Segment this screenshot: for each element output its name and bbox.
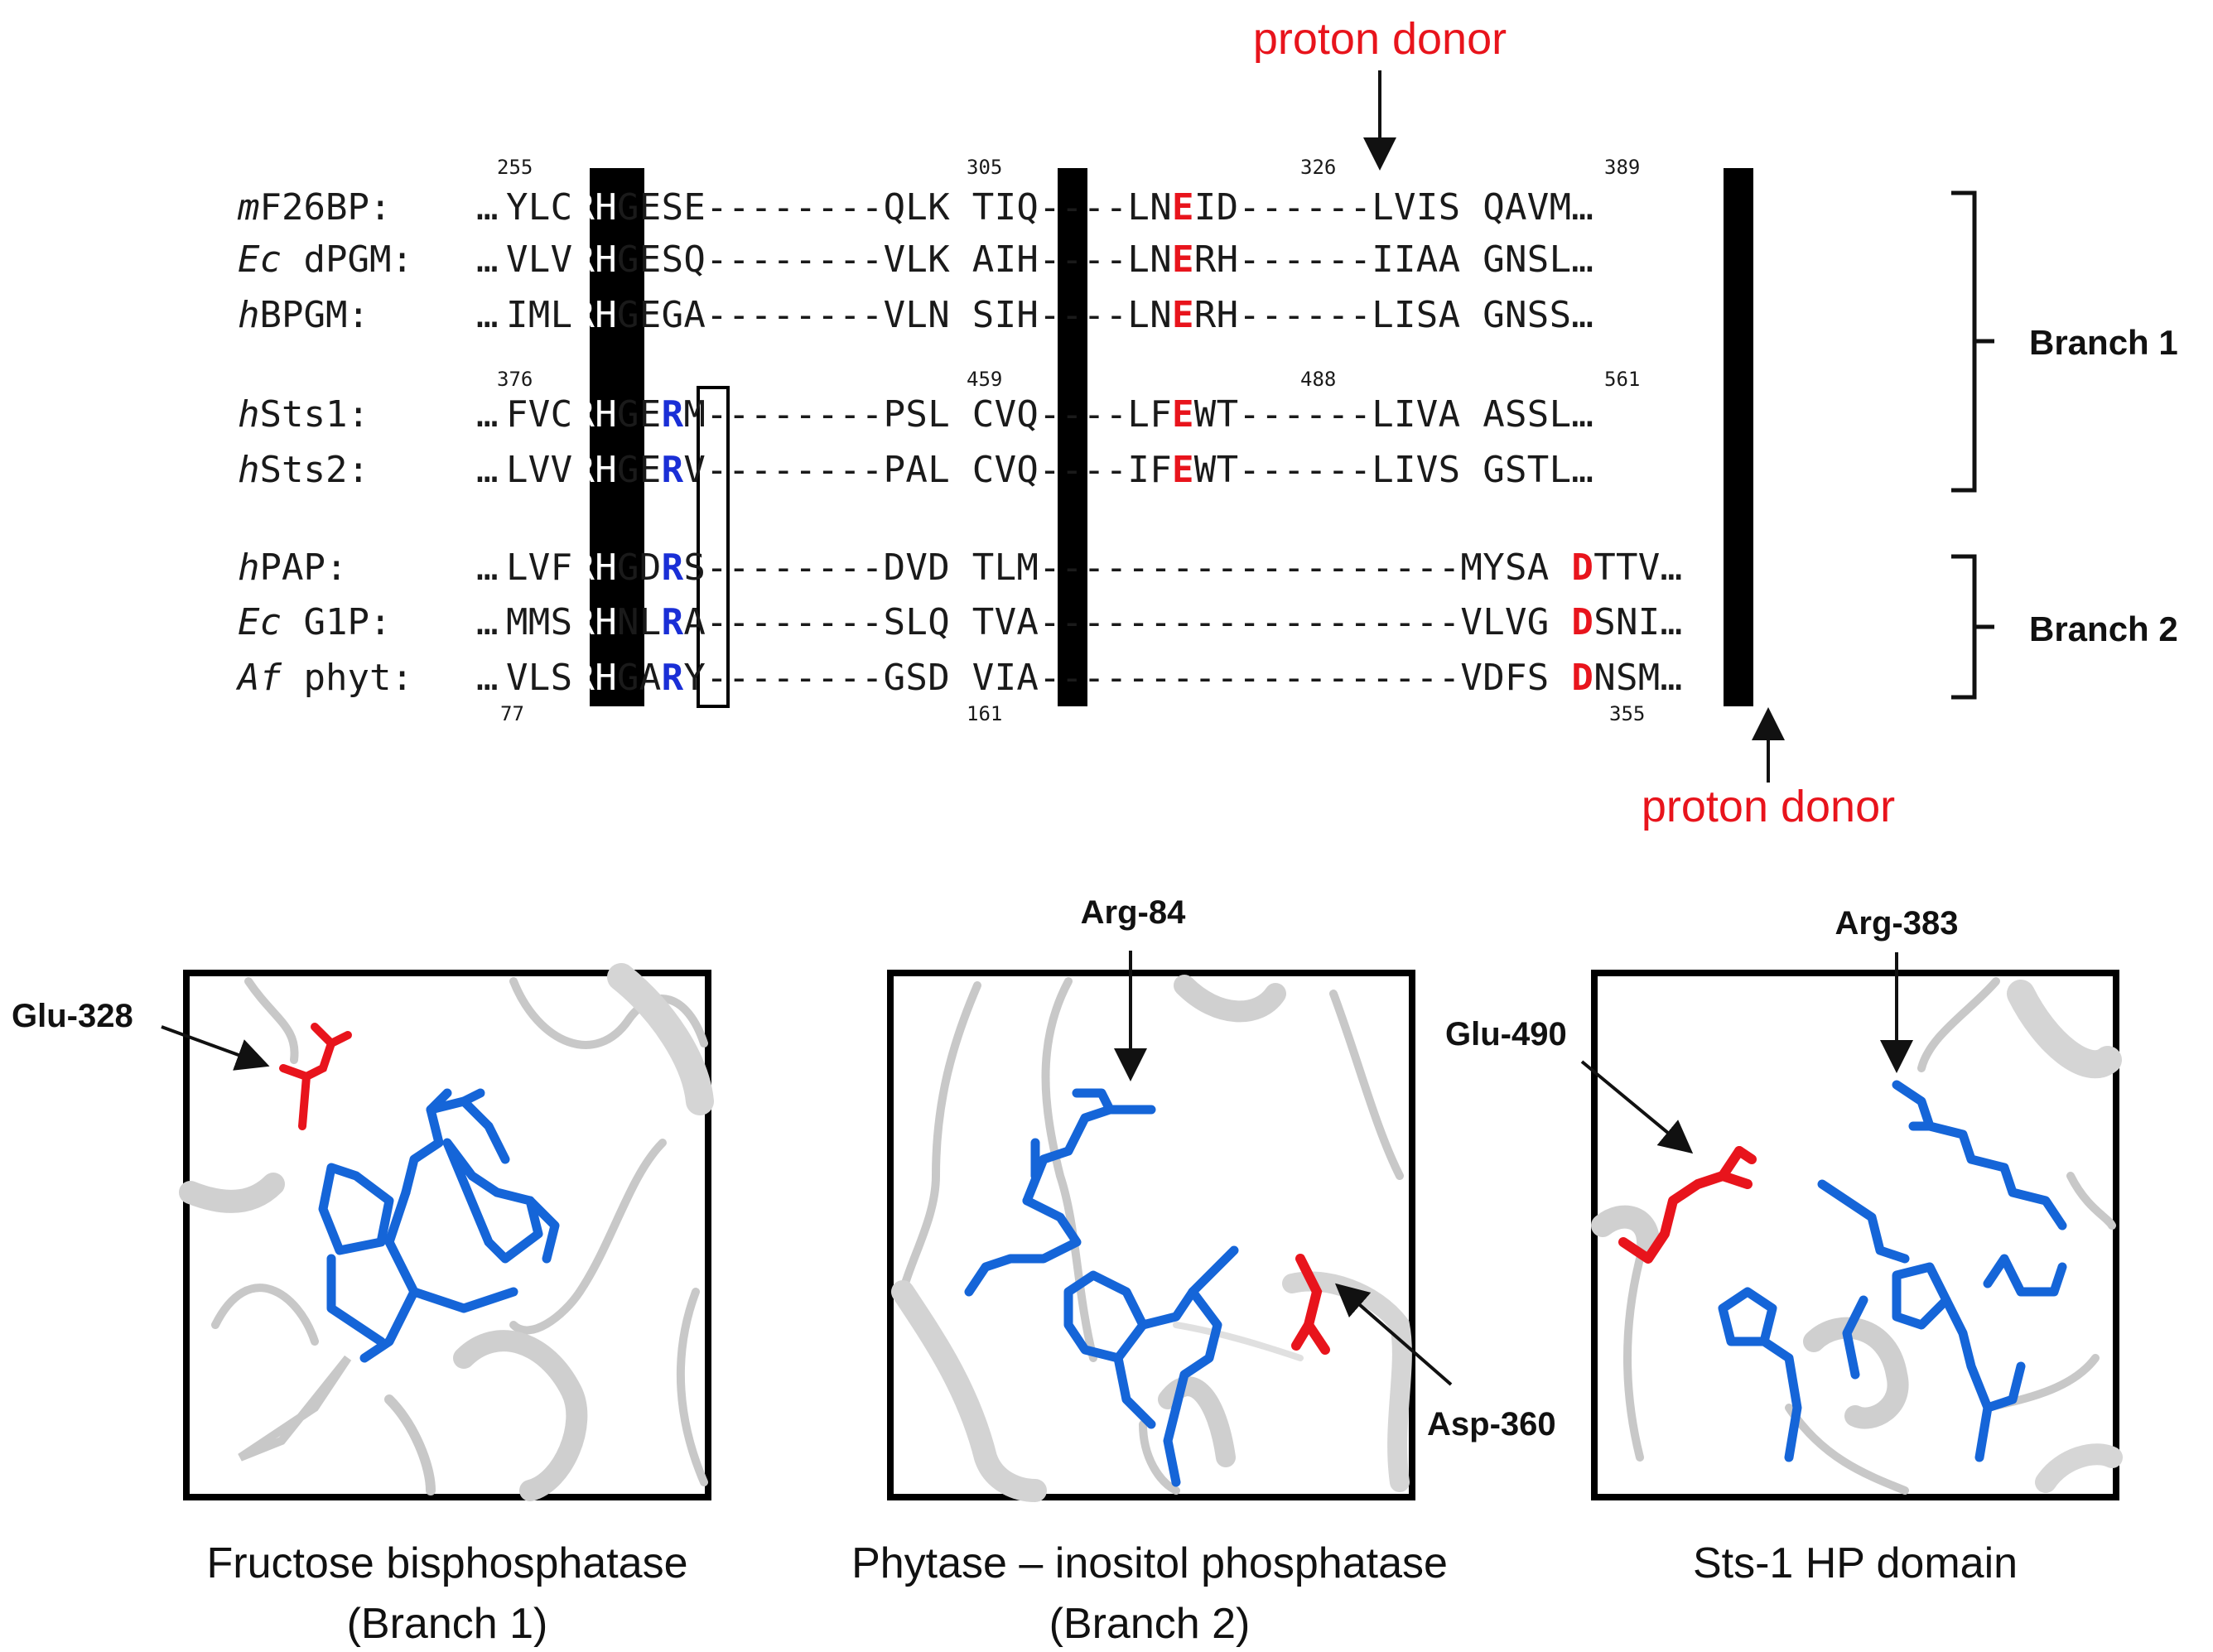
red-glu-sticks xyxy=(1618,1146,1757,1264)
blue-sticks xyxy=(1718,1080,2067,1462)
branch1-label: Branch 1 xyxy=(2029,323,2178,362)
proton-donor-bottom-label: proton donor xyxy=(1642,782,1895,831)
sequence-row: …MMSRHNLRA--------SLQRTVA---------------… xyxy=(476,601,1682,643)
ribbon-structure xyxy=(891,975,1412,1502)
sequence-rows: …YLCRHGESE--------QLKRTIQ----LNEID------… xyxy=(476,186,1682,699)
red-asp-sticks xyxy=(1291,1254,1330,1355)
proton-donor-top-label: proton donor xyxy=(1253,14,1507,64)
caption-panel-2-line2: (Branch 2) xyxy=(1049,1600,1251,1648)
species-label: mF26BP: xyxy=(237,186,391,229)
conserved-column-h xyxy=(1724,168,1753,706)
sequence-row: …LVVRHGERV--------PALRCVQ----IFEWT------… xyxy=(476,449,1593,491)
arrow-asp-360 xyxy=(1334,1283,1453,1386)
panel-phytase xyxy=(887,970,1415,1502)
ribbon-structure xyxy=(1591,977,2123,1495)
panel-sts1-hp-domain xyxy=(1591,970,2123,1500)
arrow-glu-490 xyxy=(1580,1060,1694,1154)
species-label: Ec G1P: xyxy=(238,601,391,643)
caption-panel-2-line1: Phytase – inositol phosphatase xyxy=(851,1539,1448,1587)
caption-panel-1-line1: Fructose bisphosphatase xyxy=(206,1539,687,1587)
branch2-bracket xyxy=(1951,554,1994,700)
species-label: hSts1: xyxy=(238,393,369,436)
species-label: hSts2: xyxy=(238,449,369,491)
species-labels: mF26BP: Ec dPGM: hBPGM: hSts1: hSts2: hP… xyxy=(235,186,413,699)
species-label: hPAP: xyxy=(238,547,347,589)
pos-355: 355 xyxy=(1609,702,1645,725)
label-arg-383: Arg-383 xyxy=(1835,905,1959,942)
pos-326: 326 xyxy=(1300,156,1336,179)
blue-sticks xyxy=(964,1088,1239,1487)
panel-frame xyxy=(183,970,711,1500)
panel-fructose-bisphosphatase xyxy=(179,963,714,1501)
arg-box xyxy=(697,386,730,708)
sequence-alignment: proton donor 255 305 326 389 376 459 488… xyxy=(235,14,2178,831)
caption-panel-1-line2: (Branch 1) xyxy=(347,1600,548,1648)
label-glu-328: Glu-328 xyxy=(12,998,133,1034)
branch1-bracket xyxy=(1951,190,1994,493)
pos-161: 161 xyxy=(967,702,1002,725)
sequence-row: …YLCRHGESE--------QLKRTIQ----LNEID------… xyxy=(476,186,1593,229)
conserved-column-r2 xyxy=(1058,168,1087,706)
sequence-row: …LVFRHGDRS--------DVDRTLM---------------… xyxy=(476,547,1682,589)
pos-389: 389 xyxy=(1604,156,1640,179)
species-label: Ec dPGM: xyxy=(238,238,413,281)
pos-488: 488 xyxy=(1300,368,1336,391)
label-asp-360: Asp-360 xyxy=(1427,1406,1556,1442)
pos-77: 77 xyxy=(500,702,524,725)
ribbon-structure xyxy=(179,963,714,1501)
branch2-label: Branch 2 xyxy=(2029,609,2178,648)
conserved-column-rh xyxy=(590,168,644,706)
pos-459: 459 xyxy=(967,368,1002,391)
caption-panel-3-line1: Sts-1 HP domain xyxy=(1693,1539,2018,1587)
sequence-row: …VLVRHGESQ--------VLKRAIH----LNERH------… xyxy=(476,238,1593,281)
pos-561: 561 xyxy=(1604,368,1640,391)
sequence-row: …VLSRHGARY--------GSDRVIA---------------… xyxy=(476,657,1682,699)
arrow-glu-328 xyxy=(161,1025,270,1071)
blue-sticks xyxy=(318,1088,560,1363)
sequence-row: …FVCRHGERM--------PSLRCVQ----LFEWT------… xyxy=(476,393,1593,436)
pos-305: 305 xyxy=(967,156,1002,179)
pos-255: 255 xyxy=(497,156,533,179)
red-glu-sticks xyxy=(279,1023,352,1130)
species-label: Af phyt: xyxy=(235,657,413,699)
sequence-row: …IMLRHGEGA--------VLNRSIH----LNERH------… xyxy=(476,294,1593,336)
label-glu-490: Glu-490 xyxy=(1445,1016,1567,1052)
label-arg-84: Arg-84 xyxy=(1081,894,1186,931)
species-label: hBPGM: xyxy=(238,294,369,336)
pos-376: 376 xyxy=(497,368,533,391)
